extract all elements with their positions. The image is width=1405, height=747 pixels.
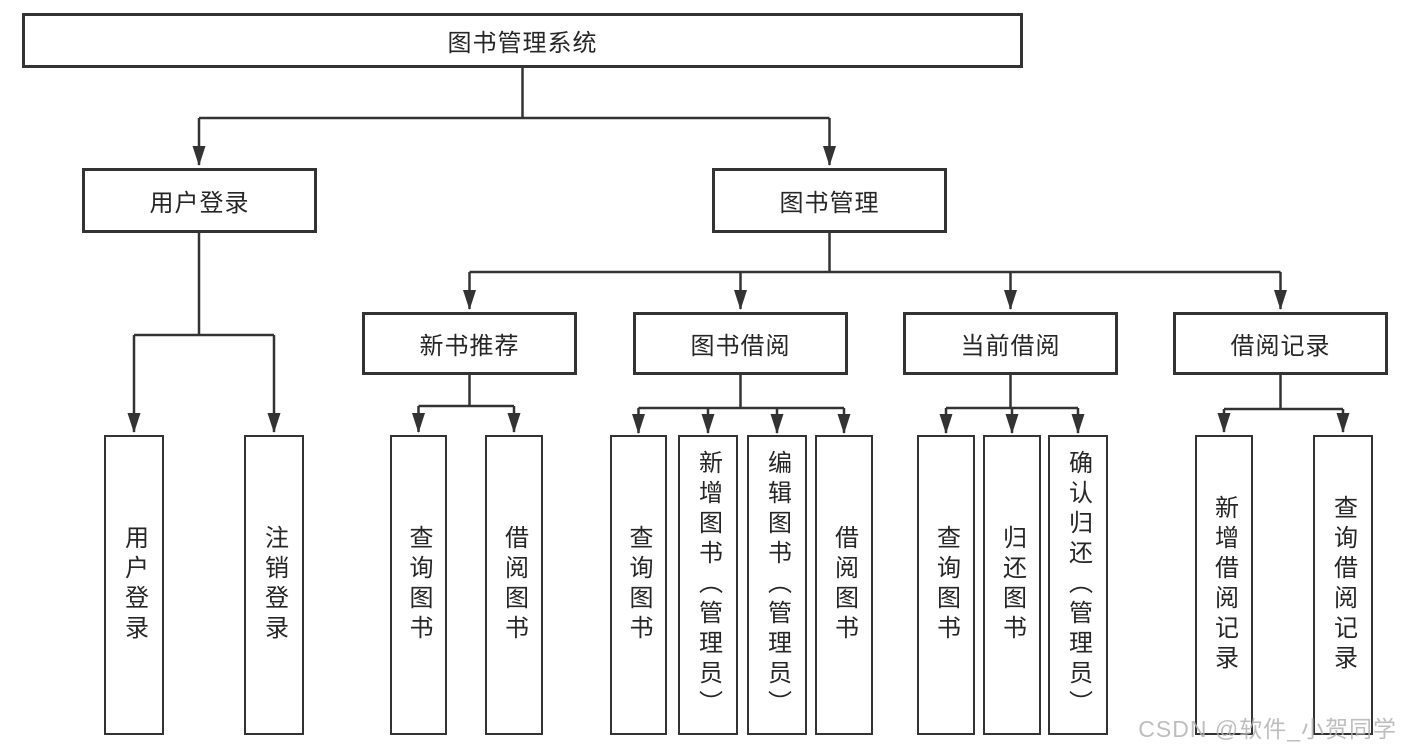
leaf-confirm-return-admin: 确认归还（管理员） <box>1048 435 1108 735</box>
leaf-edit-books-admin: 编辑图书（管理员） <box>747 435 807 735</box>
leaf-user-login-label: 用户登录 <box>120 525 148 645</box>
leaf-query-borrow-record-label: 查询借阅记录 <box>1329 495 1357 675</box>
leaf-logout: 注销登录 <box>244 435 304 735</box>
leaf-query-borrow-record: 查询借阅记录 <box>1313 435 1373 735</box>
node-current-borrowing: 当前借阅 <box>903 312 1118 375</box>
node-book-management: 图书管理 <box>712 168 947 233</box>
leaf-logout-label: 注销登录 <box>260 525 288 645</box>
node-root-library-management-system: 图书管理系统 <box>22 13 1023 68</box>
leaf-confirm-return-admin-label: 确认归还（管理员） <box>1064 450 1092 720</box>
node-borrowing-records: 借阅记录 <box>1173 312 1388 375</box>
leaf-return-books-label: 归还图书 <box>998 525 1026 645</box>
leaf-query-books-borrowing: 查询图书 <box>610 435 667 735</box>
leaf-add-books-admin: 新增图书（管理员） <box>678 435 738 735</box>
node-root-label: 图书管理系统 <box>447 30 598 57</box>
leaf-query-books-recommend: 查询图书 <box>390 435 447 735</box>
node-new-book-recommend-label: 新书推荐 <box>419 333 520 360</box>
leaf-borrow-books-borrowing-label: 借阅图书 <box>830 525 858 645</box>
leaf-edit-books-admin-label: 编辑图书（管理员） <box>763 450 791 720</box>
node-new-book-recommend: 新书推荐 <box>362 312 577 375</box>
node-book-management-label: 图书管理 <box>779 190 880 217</box>
node-book-borrowing: 图书借阅 <box>633 312 848 375</box>
leaf-query-books-recommend-label: 查询图书 <box>405 525 432 645</box>
node-user-login: 用户登录 <box>82 168 317 233</box>
leaf-borrow-books-borrowing: 借阅图书 <box>815 435 873 735</box>
leaf-add-borrow-record-label: 新增借阅记录 <box>1210 495 1238 675</box>
node-book-borrowing-label: 图书借阅 <box>690 333 791 360</box>
leaf-user-login: 用户登录 <box>104 435 164 735</box>
leaf-borrow-books-recommend-label: 借阅图书 <box>500 525 528 645</box>
watermark: CSDN @软件_小贺同学 <box>1138 716 1397 742</box>
leaf-return-books: 归还图书 <box>983 435 1041 735</box>
leaf-query-books-current-label: 查询图书 <box>932 525 960 645</box>
leaf-query-books-borrowing-label: 查询图书 <box>625 525 652 645</box>
leaf-query-books-current: 查询图书 <box>917 435 975 735</box>
node-borrowing-records-label: 借阅记录 <box>1230 333 1331 360</box>
leaf-borrow-books-recommend: 借阅图书 <box>485 435 543 735</box>
node-current-borrowing-label: 当前借阅 <box>960 333 1061 360</box>
leaf-add-books-admin-label: 新增图书（管理员） <box>694 450 722 720</box>
leaf-add-borrow-record: 新增借阅记录 <box>1195 435 1253 735</box>
node-user-login-label: 用户登录 <box>149 190 250 217</box>
